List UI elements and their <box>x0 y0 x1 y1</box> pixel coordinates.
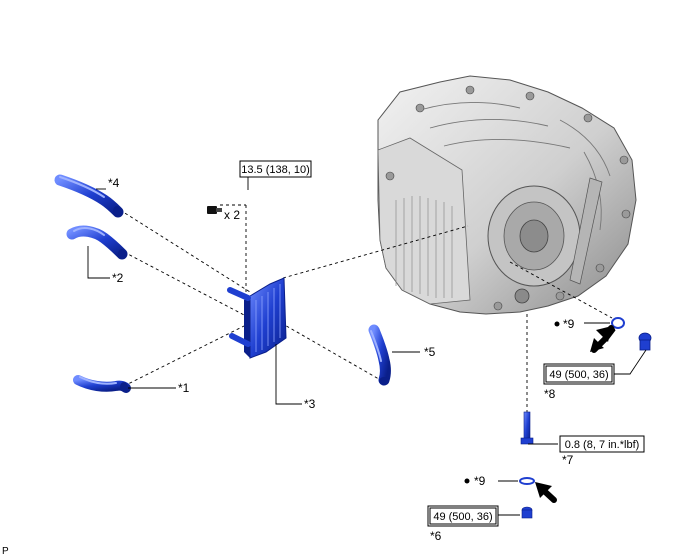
drain-plug-6[interactable] <box>521 506 533 519</box>
torque-value-bolt: 13.5 (138, 10) <box>241 164 310 176</box>
torque-box-plug-upper: 49 (500, 36) <box>543 363 615 385</box>
torque-box-plug-lower: 49 (500, 36) <box>427 505 499 527</box>
callout-7: *7 <box>562 453 574 467</box>
overflow-tube-7[interactable] <box>520 411 534 445</box>
callout-1: *1 <box>178 381 190 395</box>
torque-value-stud: 0.8 (8, 7 in.*lbf) <box>565 439 640 451</box>
transaxle-assembly <box>377 75 637 315</box>
callout-9-lower: *9 <box>474 474 486 488</box>
hose-2[interactable] <box>66 225 128 260</box>
gasket-9-upper[interactable] <box>611 317 625 329</box>
callout-5: *5 <box>424 345 436 359</box>
figure-code: P <box>2 546 9 557</box>
dashed-connection-lines <box>119 204 613 414</box>
callout-4: *4 <box>108 176 120 190</box>
callout-2: *2 <box>112 271 124 285</box>
torque-value-plug-upper: 49 (500, 36) <box>549 369 608 381</box>
bullet-dot-upper <box>554 321 560 327</box>
hose-4[interactable] <box>54 174 124 218</box>
arrow-icon-upper <box>590 325 616 353</box>
bullet-dot-lower <box>464 478 470 484</box>
callout-9-upper: *9 <box>563 317 575 331</box>
callout-8: *8 <box>544 387 556 401</box>
hose-1[interactable] <box>73 375 131 393</box>
gasket-9-lower[interactable] <box>519 477 535 485</box>
drain-plug-8[interactable] <box>638 332 652 351</box>
hose-5[interactable] <box>368 324 391 386</box>
callout-3: *3 <box>304 397 316 411</box>
arrow-icon-lower <box>535 482 557 503</box>
callout-leaders <box>87 177 647 516</box>
quantity-label: x 2 <box>224 208 240 222</box>
oil-cooler-3[interactable] <box>227 277 287 359</box>
bolt[interactable] <box>207 206 222 214</box>
torque-box-stud: 0.8 (8, 7 in.*lbf) <box>559 435 645 453</box>
callout-6: *6 <box>430 529 442 543</box>
torque-box-bolt: 13.5 (138, 10) <box>239 160 312 178</box>
torque-value-plug-lower: 49 (500, 36) <box>433 511 492 523</box>
